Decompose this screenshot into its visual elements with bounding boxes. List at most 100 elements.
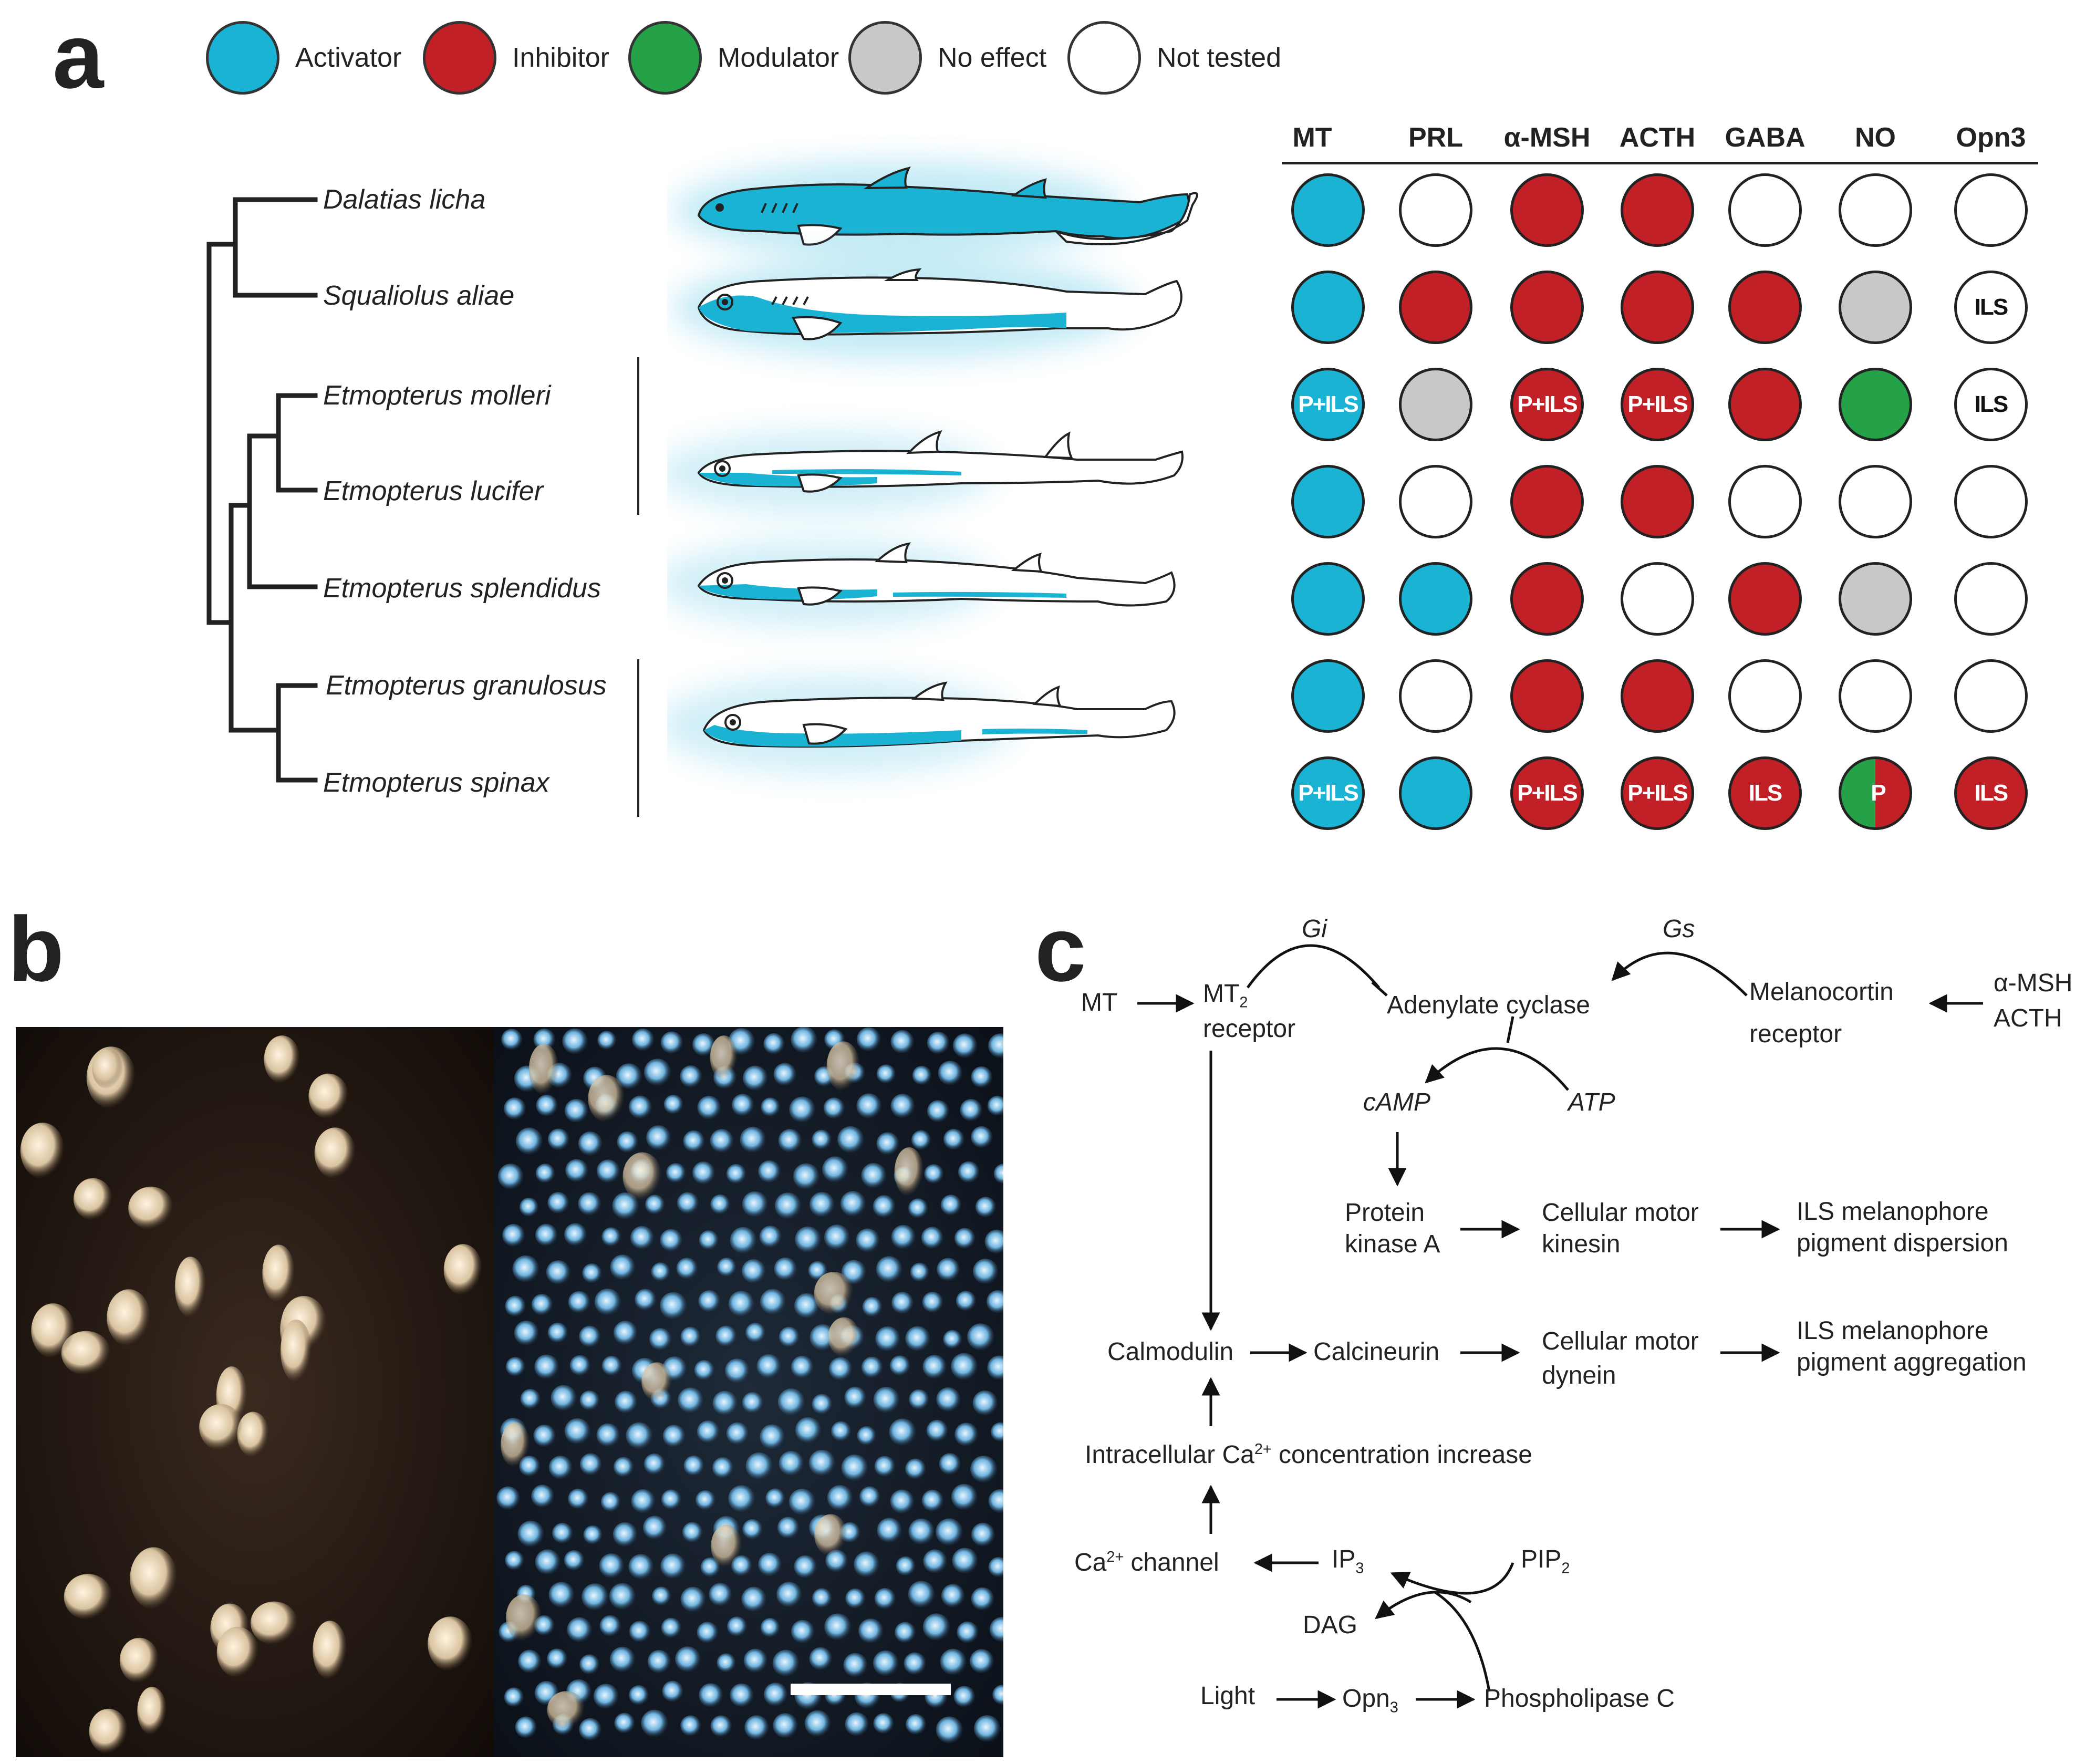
pathway-acth: ACTH [1994, 1004, 2062, 1032]
photophore [794, 1293, 819, 1319]
photophore [890, 1489, 915, 1514]
matrix-cell [1291, 173, 1365, 247]
photophore [677, 1192, 699, 1214]
photophore [731, 1094, 754, 1116]
photophore [971, 1522, 995, 1547]
photophore [779, 1326, 800, 1347]
photophore [812, 1588, 832, 1609]
photophore [505, 1551, 524, 1570]
dermal-denticle [828, 1317, 860, 1357]
photophore [760, 1424, 785, 1450]
photophore [694, 1360, 715, 1381]
photophore [631, 1489, 656, 1513]
matrix-cell [1510, 271, 1584, 344]
photophore [861, 1163, 887, 1188]
pathway-calmodulin: Calmodulin [1107, 1338, 1234, 1366]
pathway-pka: Protein [1345, 1199, 1425, 1227]
photophore [822, 1156, 848, 1182]
photophore [808, 1449, 836, 1476]
dermal-denticle [128, 1186, 173, 1230]
photophore [578, 1131, 603, 1156]
shark-illustrations [667, 160, 1198, 775]
matrix-cell [1839, 562, 1912, 636]
photophore [856, 1228, 880, 1252]
matrix-cell [1510, 659, 1584, 733]
photophore [742, 1519, 763, 1540]
ca-channel-post: channel [1124, 1549, 1219, 1576]
photophore [856, 1027, 881, 1052]
legend-item-activator: Activator [206, 18, 401, 97]
pathway-light: Light [1200, 1682, 1255, 1710]
photophore [742, 1065, 768, 1091]
photophore [877, 1518, 902, 1543]
photophore [989, 1617, 1003, 1642]
species-name: Etmopterus spinax [323, 767, 549, 798]
photophore [699, 1683, 723, 1708]
dermal-denticle [528, 1044, 559, 1095]
photophore [873, 1195, 896, 1218]
photophore [773, 1063, 796, 1086]
matrix-cell: ILS [1954, 756, 2028, 830]
panel-b-label: b [8, 898, 64, 1001]
photophore [873, 1386, 900, 1413]
opn3-subscript: 3 [1389, 1699, 1398, 1716]
photophore [791, 1620, 815, 1644]
legend-swatch-not-tested [1067, 21, 1141, 95]
matrix-cell-label: P+ILS [1627, 391, 1688, 417]
photophore [660, 1553, 686, 1579]
photophore [535, 1164, 555, 1183]
photophore [774, 1192, 802, 1219]
photophore [795, 1417, 822, 1444]
matrix-cell [1728, 368, 1802, 441]
photophore [520, 1388, 541, 1409]
pathway-atp: ATP [1568, 1088, 1615, 1116]
photophore [635, 1289, 657, 1311]
photophore [579, 1325, 601, 1347]
photophore [905, 1326, 930, 1352]
column-header-amsh: α-MSH [1503, 122, 1591, 153]
matrix-cell-label: P+ILS [1298, 391, 1358, 417]
photophore [943, 1330, 962, 1349]
photophore [726, 1422, 749, 1445]
photophore [582, 1583, 609, 1611]
photophore [926, 1419, 948, 1441]
photophore [837, 1126, 864, 1153]
photophore [874, 1456, 896, 1477]
matrix-cell: ILS [1954, 271, 2028, 344]
photophore [922, 1355, 947, 1379]
pathway-adenylate-cyclase: Adenylate cyclase [1387, 991, 1590, 1019]
photophore [660, 1292, 687, 1320]
photophore [952, 1033, 978, 1058]
photophore [675, 1646, 701, 1672]
column-header-opn3: Opn3 [1956, 122, 2026, 153]
photophore [936, 1716, 963, 1744]
dermal-denticle [443, 1244, 483, 1296]
pathway-opn3: Opn3 [1342, 1686, 1398, 1715]
photophore [993, 1164, 1003, 1184]
photophore [889, 1418, 916, 1446]
dermal-denticle [199, 1404, 243, 1451]
photophore [632, 1028, 655, 1051]
matrix-cell-label: P+ILS [1298, 780, 1358, 806]
species-name: Dalatias licha [323, 184, 486, 215]
photophore [698, 1290, 720, 1312]
photophore [601, 1227, 621, 1247]
legend-label-modulator: Modulator [718, 43, 839, 73]
photophore [712, 1457, 734, 1479]
photophore [662, 1680, 683, 1702]
photophore [742, 1392, 764, 1414]
matrix-cell-label: P+ILS [1627, 780, 1688, 806]
species-name: Etmopterus molleri [323, 380, 551, 411]
photophore [645, 1195, 665, 1215]
legend-item-no-effect: No effect [848, 18, 1046, 97]
photophore [547, 1128, 569, 1150]
photophore [641, 1709, 668, 1737]
pathway-melanocortin: Melanocortin [1749, 978, 1894, 1006]
photophore [992, 1685, 1003, 1705]
photophore [628, 1554, 654, 1580]
photophore [776, 1582, 802, 1607]
matrix-cell [1839, 368, 1912, 441]
matrix-cell [1399, 173, 1472, 247]
dermal-denticle [251, 1601, 298, 1645]
photophore [531, 1294, 553, 1315]
